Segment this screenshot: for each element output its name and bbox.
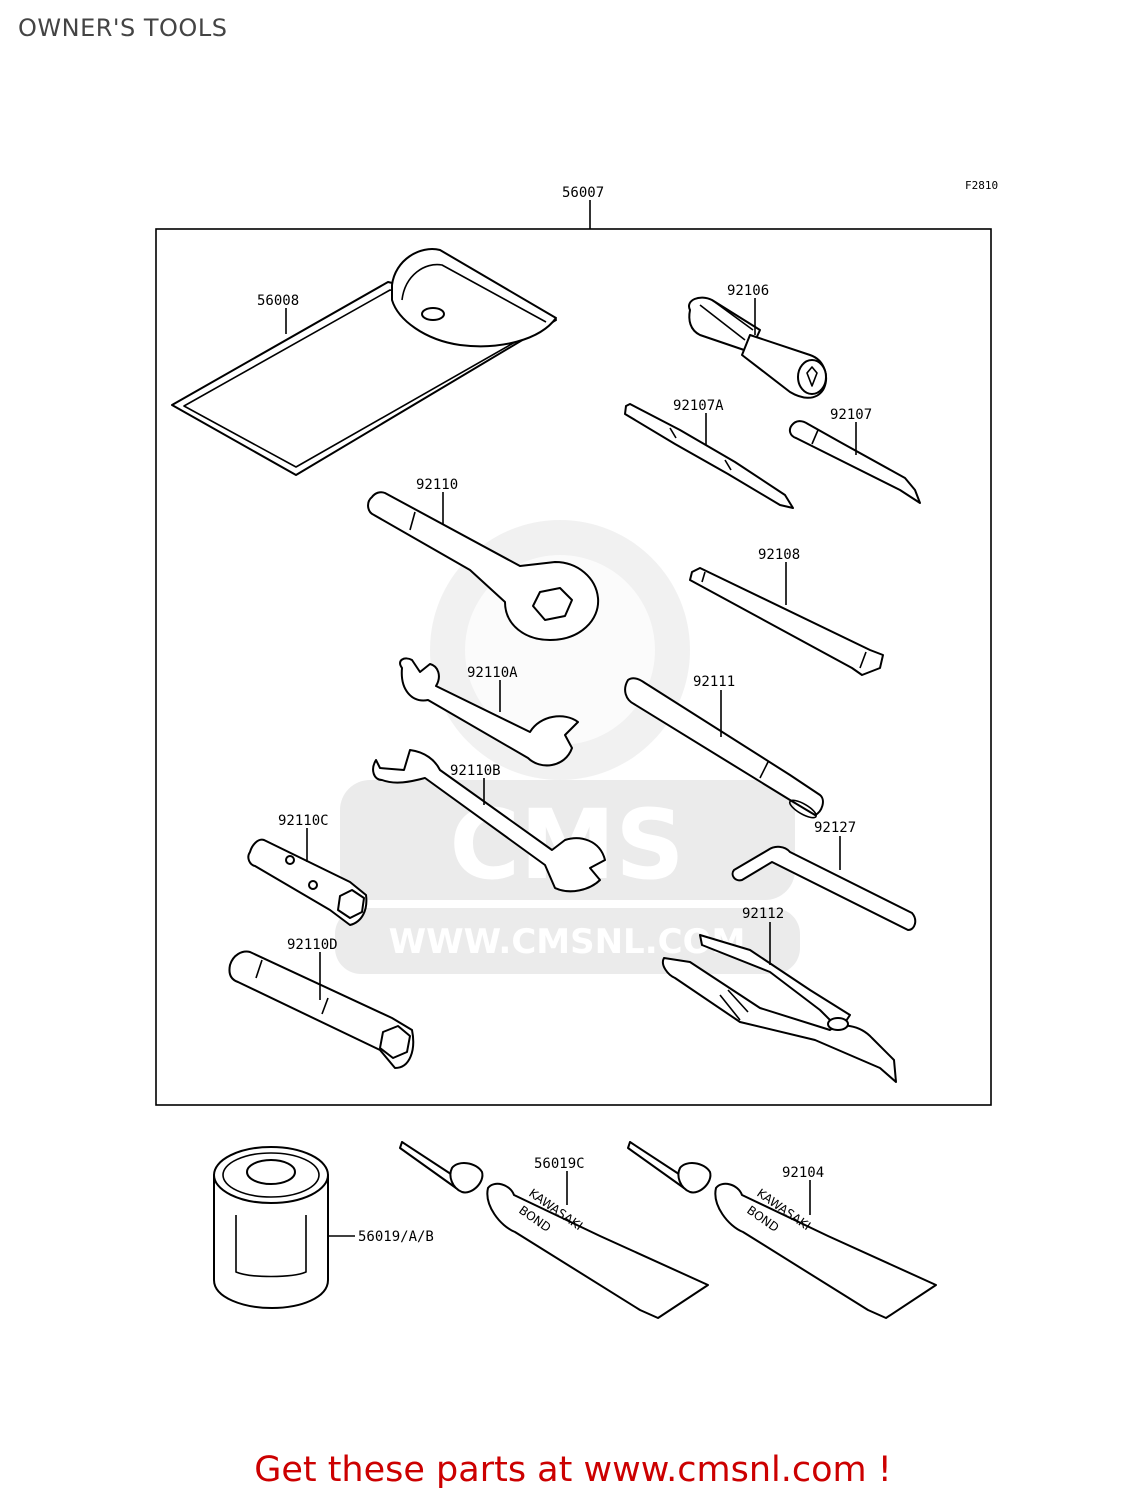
callout-92107[interactable]: 92107 bbox=[830, 407, 872, 423]
callout-92111[interactable]: 92111 bbox=[693, 674, 735, 690]
callout-92127[interactable]: 92127 bbox=[814, 820, 856, 836]
callout-92104[interactable]: 92104 bbox=[782, 1165, 824, 1181]
callout-92107A[interactable]: 92107A bbox=[673, 398, 724, 414]
tool-bag-56008[interactable] bbox=[171, 248, 557, 476]
callout-92106[interactable]: 92106 bbox=[727, 283, 769, 299]
spoke-wrench-92108[interactable] bbox=[689, 567, 884, 676]
callout-92110A[interactable]: 92110A bbox=[467, 665, 518, 681]
callout-56007[interactable]: 56007 bbox=[562, 185, 604, 201]
callout-56019AB[interactable]: 56019/A/B bbox=[358, 1229, 434, 1245]
box-spanner-92110C[interactable] bbox=[247, 838, 368, 926]
callout-92108[interactable]: 92108 bbox=[758, 547, 800, 563]
figure-code: F2810 bbox=[965, 179, 998, 192]
callout-92110C[interactable]: 92110C bbox=[278, 813, 329, 829]
box-wrench-92110[interactable] bbox=[367, 491, 600, 641]
tool-kit-frame bbox=[155, 228, 992, 1106]
box-spanner-92110D[interactable] bbox=[228, 950, 415, 1069]
callout-92110[interactable]: 92110 bbox=[416, 477, 458, 493]
callout-92110D[interactable]: 92110D bbox=[287, 937, 338, 953]
screwdriver-handle-92106[interactable] bbox=[688, 296, 828, 399]
extension-handle-92111[interactable] bbox=[624, 677, 824, 821]
hex-key-92127[interactable] bbox=[731, 845, 917, 931]
callout-92112[interactable]: 92112 bbox=[742, 906, 784, 922]
watermark-url-text: WWW.CMSNL.COM bbox=[389, 922, 746, 962]
footer-banner-link[interactable]: Get these parts at www.cmsnl.com ! bbox=[254, 1450, 892, 1490]
bond-tube-56019C[interactable]: KAWASAKI BOND bbox=[399, 1141, 709, 1319]
callout-56019C[interactable]: 56019C bbox=[534, 1156, 585, 1172]
page-title: OWNER'S TOOLS bbox=[18, 14, 228, 42]
callout-56008[interactable]: 56008 bbox=[257, 293, 299, 309]
open-wrench-92110A[interactable] bbox=[399, 657, 579, 767]
open-wrench-92110B[interactable] bbox=[372, 749, 606, 893]
callout-92110B[interactable]: 92110B bbox=[450, 763, 501, 779]
grease-can-56019[interactable] bbox=[213, 1146, 329, 1309]
phillips-bit-92107[interactable] bbox=[788, 420, 921, 504]
screwdriver-bit-92107A[interactable] bbox=[624, 403, 794, 509]
